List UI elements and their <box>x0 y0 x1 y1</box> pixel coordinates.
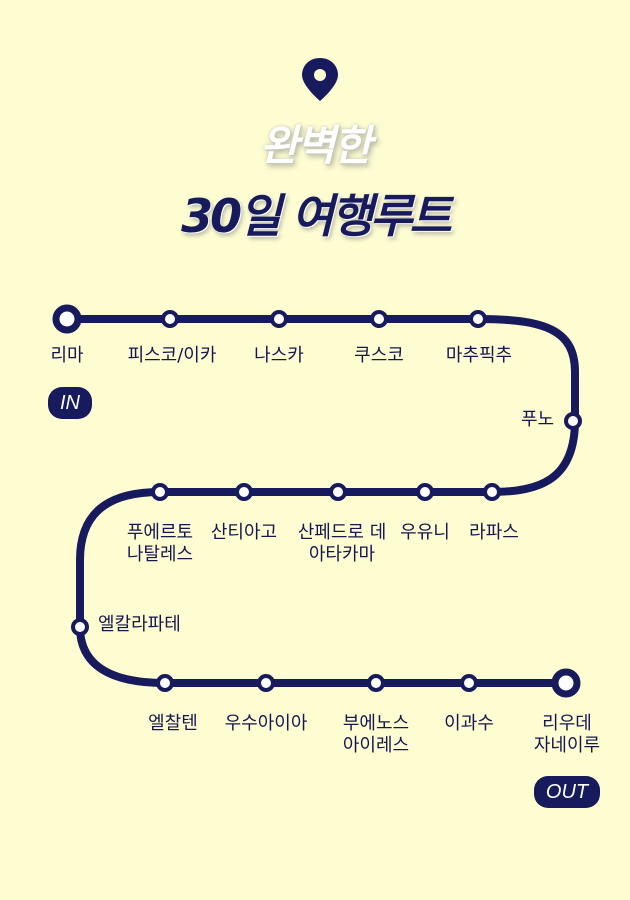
stop-label: 리마 <box>50 345 84 366</box>
stop-marker <box>551 668 581 698</box>
stop-label: 우유니 <box>400 522 450 543</box>
stop-marker <box>270 310 288 328</box>
stop-marker <box>52 304 82 334</box>
stop-label: 이과수 <box>444 713 494 734</box>
stop-label: 나스카 <box>254 345 304 366</box>
stop-marker <box>257 674 275 692</box>
stop-marker <box>469 310 487 328</box>
stop-label: 푸노 <box>521 409 555 430</box>
title-30-day-route: 30일 여행루트 <box>181 189 452 243</box>
stop-label: 라파스 <box>469 522 519 543</box>
stop-marker <box>161 310 179 328</box>
stop-marker <box>460 674 478 692</box>
stop-marker <box>235 483 253 501</box>
stop-marker <box>370 310 388 328</box>
stop-label: 엘칼라파테 <box>98 614 181 635</box>
badge-in: IN <box>48 387 92 419</box>
badge-out: OUT <box>534 776 600 808</box>
stop-label: 마추픽추 <box>445 345 513 366</box>
stop-marker <box>367 674 385 692</box>
stop-marker <box>416 483 434 501</box>
stop-marker <box>156 674 174 692</box>
stop-marker <box>564 412 582 430</box>
stop-marker <box>329 483 347 501</box>
stop-label: 피스코/이카 <box>127 345 217 366</box>
title-perfect: 완벽한 <box>260 121 372 170</box>
stop-label: 쿠스코 <box>354 345 404 366</box>
map-pin-icon <box>302 58 338 101</box>
stop-marker <box>151 483 169 501</box>
stop-marker <box>483 483 501 501</box>
stop-marker <box>71 618 89 636</box>
stop-label: 우수아이아 <box>224 713 308 734</box>
stop-label: 엘찰텐 <box>148 713 198 734</box>
stop-label: 산티아고 <box>210 522 278 543</box>
